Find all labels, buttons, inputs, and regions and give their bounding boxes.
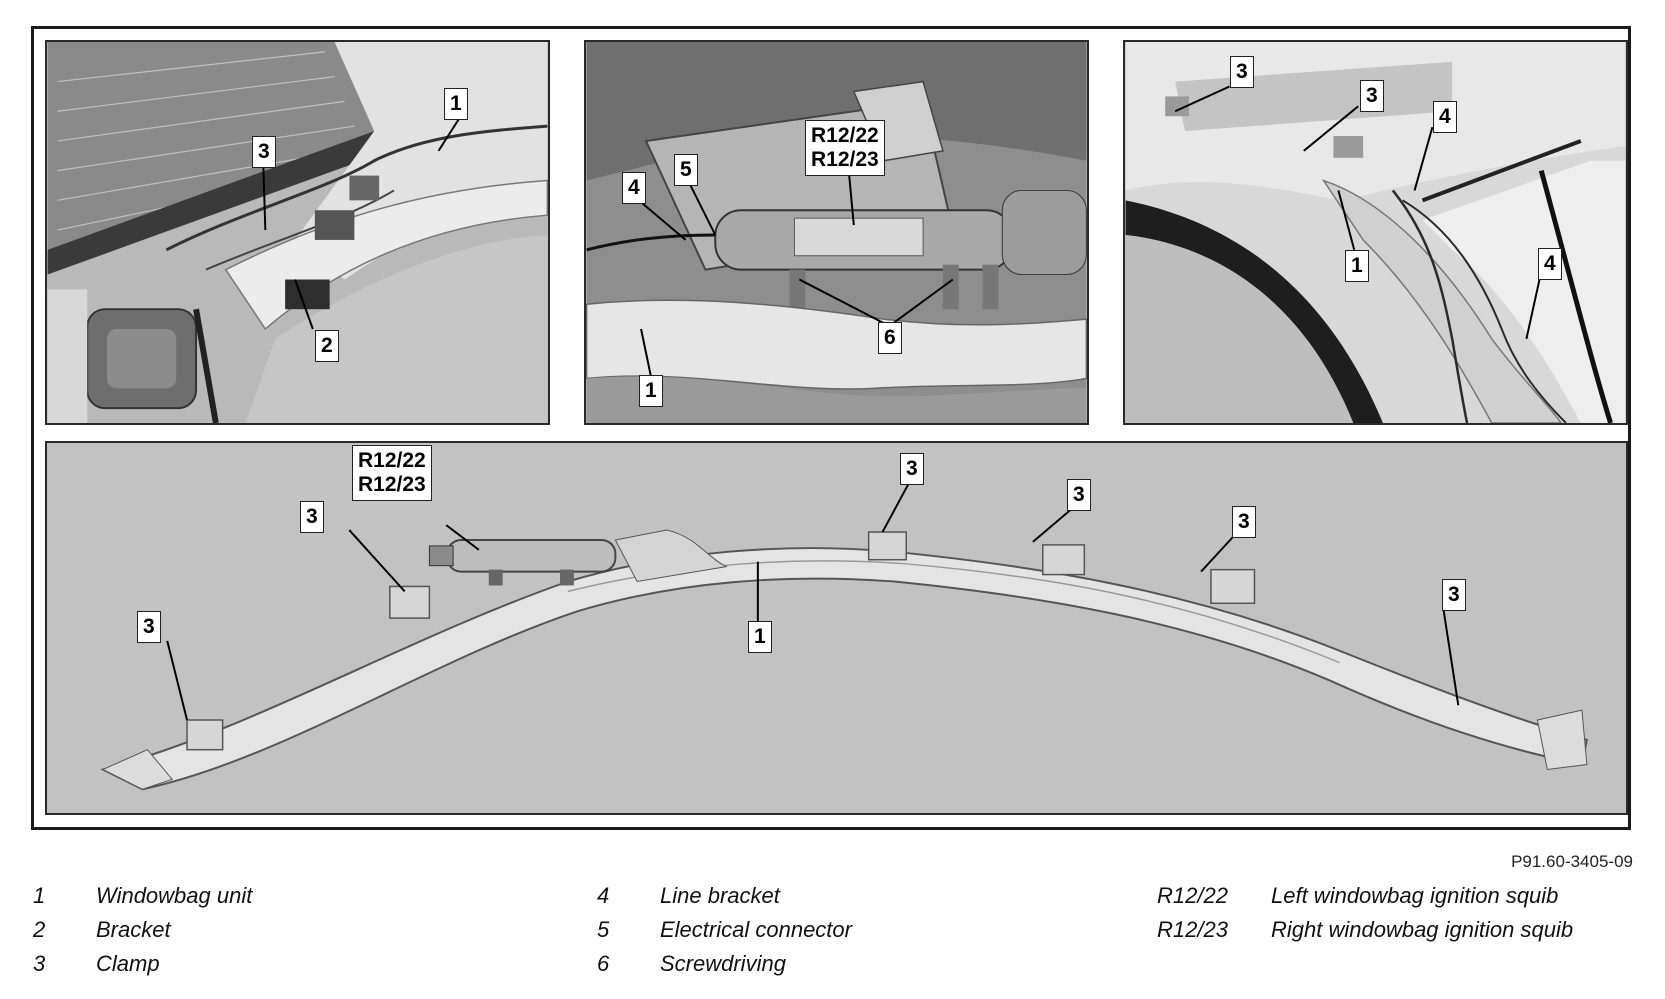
legend-label: Line bracket — [660, 883, 780, 908]
callout-4: 4 — [622, 172, 646, 204]
legend-row-2: 2 Bracket 5 Electrical connector R12/23 … — [0, 917, 1665, 951]
legend-key: 3 — [33, 951, 46, 976]
legend-label: Bracket — [96, 917, 171, 942]
photo-panel-top-middle: R12/22 R12/23 4 5 6 1 — [584, 40, 1089, 425]
legend-label: Screwdriving — [660, 951, 786, 976]
callout-1: 1 — [639, 375, 663, 407]
callout-3: 3 — [252, 136, 276, 168]
legend-key: 2 — [33, 917, 46, 942]
callout-r12-22-r12-23: R12/22 R12/23 — [352, 445, 432, 501]
legend-key: 5 — [597, 917, 610, 942]
callout-4: 4 — [1538, 248, 1562, 280]
callout-1: 1 — [748, 621, 772, 653]
figure-reference: P91.60-3405-09 — [1511, 852, 1633, 871]
callout-3: 3 — [1360, 80, 1384, 112]
legend-key: 1 — [33, 883, 46, 908]
legend-label: Clamp — [96, 951, 160, 976]
legend: 1 Windowbag unit 4 Line bracket R12/22 L… — [0, 883, 1665, 985]
photo-top-middle — [586, 42, 1087, 423]
callout-3: 3 — [1230, 56, 1254, 88]
callout-3: 3 — [1067, 479, 1091, 511]
legend-key: 4 — [597, 883, 610, 908]
callout-3: 3 — [137, 611, 161, 643]
legend-row-1: 1 Windowbag unit 4 Line bracket R12/22 L… — [0, 883, 1665, 917]
callout-4: 4 — [1433, 101, 1457, 133]
legend-key: R12/22 — [1157, 883, 1228, 908]
callout-1: 1 — [1345, 250, 1369, 282]
photo-bottom-windowbag — [53, 443, 1620, 813]
callout-2: 2 — [315, 330, 339, 362]
legend-label: Right windowbag ignition squib — [1271, 917, 1574, 942]
callout-1: 1 — [444, 88, 468, 120]
callout-3: 3 — [1442, 579, 1466, 611]
photo-top-right — [1125, 42, 1626, 423]
legend-row-3: 3 Clamp 6 Screwdriving — [0, 951, 1665, 985]
photo-panel-bottom: R12/22 R12/23 3 3 3 3 3 3 1 — [45, 441, 1628, 815]
legend-label: Electrical connector — [660, 917, 852, 942]
legend-label: Windowbag unit — [96, 883, 253, 908]
legend-key: 6 — [597, 951, 610, 976]
photo-panel-top-right: 3 3 4 1 4 — [1123, 40, 1628, 425]
callout-6: 6 — [878, 322, 902, 354]
photo-top-left — [47, 42, 548, 423]
legend-key: R12/23 — [1157, 917, 1228, 942]
callout-3: 3 — [300, 501, 324, 533]
callout-3: 3 — [1232, 506, 1256, 538]
callout-r12-22-r12-23: R12/22 R12/23 — [805, 120, 885, 176]
callout-3: 3 — [900, 453, 924, 485]
photo-panel-top-left: 1 3 2 — [45, 40, 550, 425]
legend-label: Left windowbag ignition squib — [1271, 883, 1559, 908]
callout-5: 5 — [674, 154, 698, 186]
